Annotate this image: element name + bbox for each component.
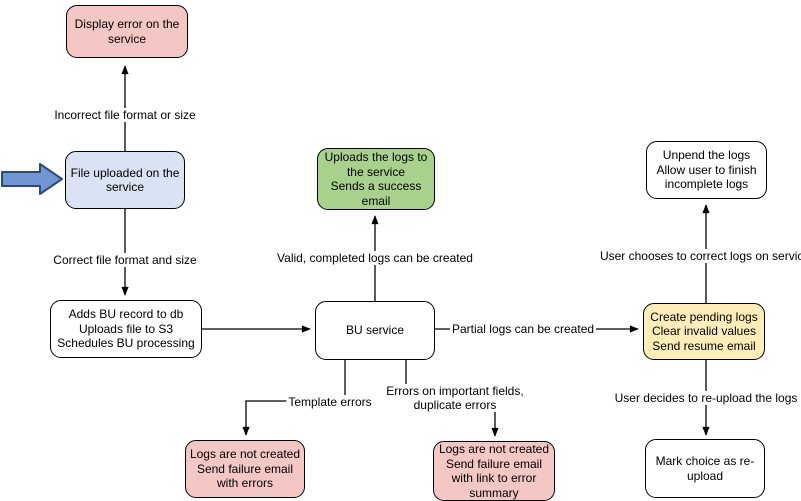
edge-label-field-errors: Errors on important fields, duplicate er… xyxy=(384,384,526,412)
node-label: Adds BU record to db Uploads file to S3 … xyxy=(57,307,195,351)
node-file-uploaded[interactable]: File uploaded on the service xyxy=(65,151,185,209)
node-label: Mark choice as re- upload xyxy=(655,454,755,483)
node-unpend-logs[interactable]: Unpend the logs Allow user to finish inc… xyxy=(646,141,767,199)
node-label: File uploaded on the service xyxy=(70,165,180,195)
node-bu-service[interactable]: BU service xyxy=(315,301,435,360)
edge-label-user-chooses-correct: User chooses to correct logs on service xyxy=(597,249,801,263)
edge-label-partial-logs: Partial logs can be created xyxy=(449,322,597,336)
edge-label-correct-file: Correct file format and size xyxy=(51,253,199,267)
node-logs-not-created-errors[interactable]: Logs are not created Send failure email … xyxy=(185,440,305,498)
node-label: BU service xyxy=(345,323,404,338)
node-adds-bu-record[interactable]: Adds BU record to db Uploads file to S3 … xyxy=(50,300,202,358)
node-logs-not-created-summary[interactable]: Logs are not created Send failure email … xyxy=(433,441,555,501)
node-display-error[interactable]: Display error on the service xyxy=(66,5,188,58)
edge-label-valid-logs: Valid, completed logs can be created xyxy=(275,251,475,265)
node-label: Logs are not created Send failure email … xyxy=(189,447,301,491)
edge-label-incorrect-file: Incorrect file format or size xyxy=(52,108,198,122)
node-label: Uploads the logs to the service Sends a … xyxy=(324,150,428,208)
node-create-pending-logs[interactable]: Create pending logs Clear invalid values… xyxy=(643,303,765,360)
node-mark-choice-reupload[interactable]: Mark choice as re- upload xyxy=(645,439,765,498)
edge-label-template-errors: Template errors xyxy=(286,395,374,409)
entry-arrow-icon xyxy=(1,163,63,195)
edge-label-user-decides-reupload: User decides to re-upload the logs xyxy=(612,391,800,405)
node-label: Display error on the service xyxy=(74,17,180,46)
node-label: Create pending logs Clear invalid values… xyxy=(650,309,758,353)
node-label: Logs are not created Send failure email … xyxy=(438,442,550,500)
node-label: Unpend the logs Allow user to finish inc… xyxy=(656,148,757,192)
node-uploads-logs[interactable]: Uploads the logs to the service Sends a … xyxy=(317,148,435,210)
